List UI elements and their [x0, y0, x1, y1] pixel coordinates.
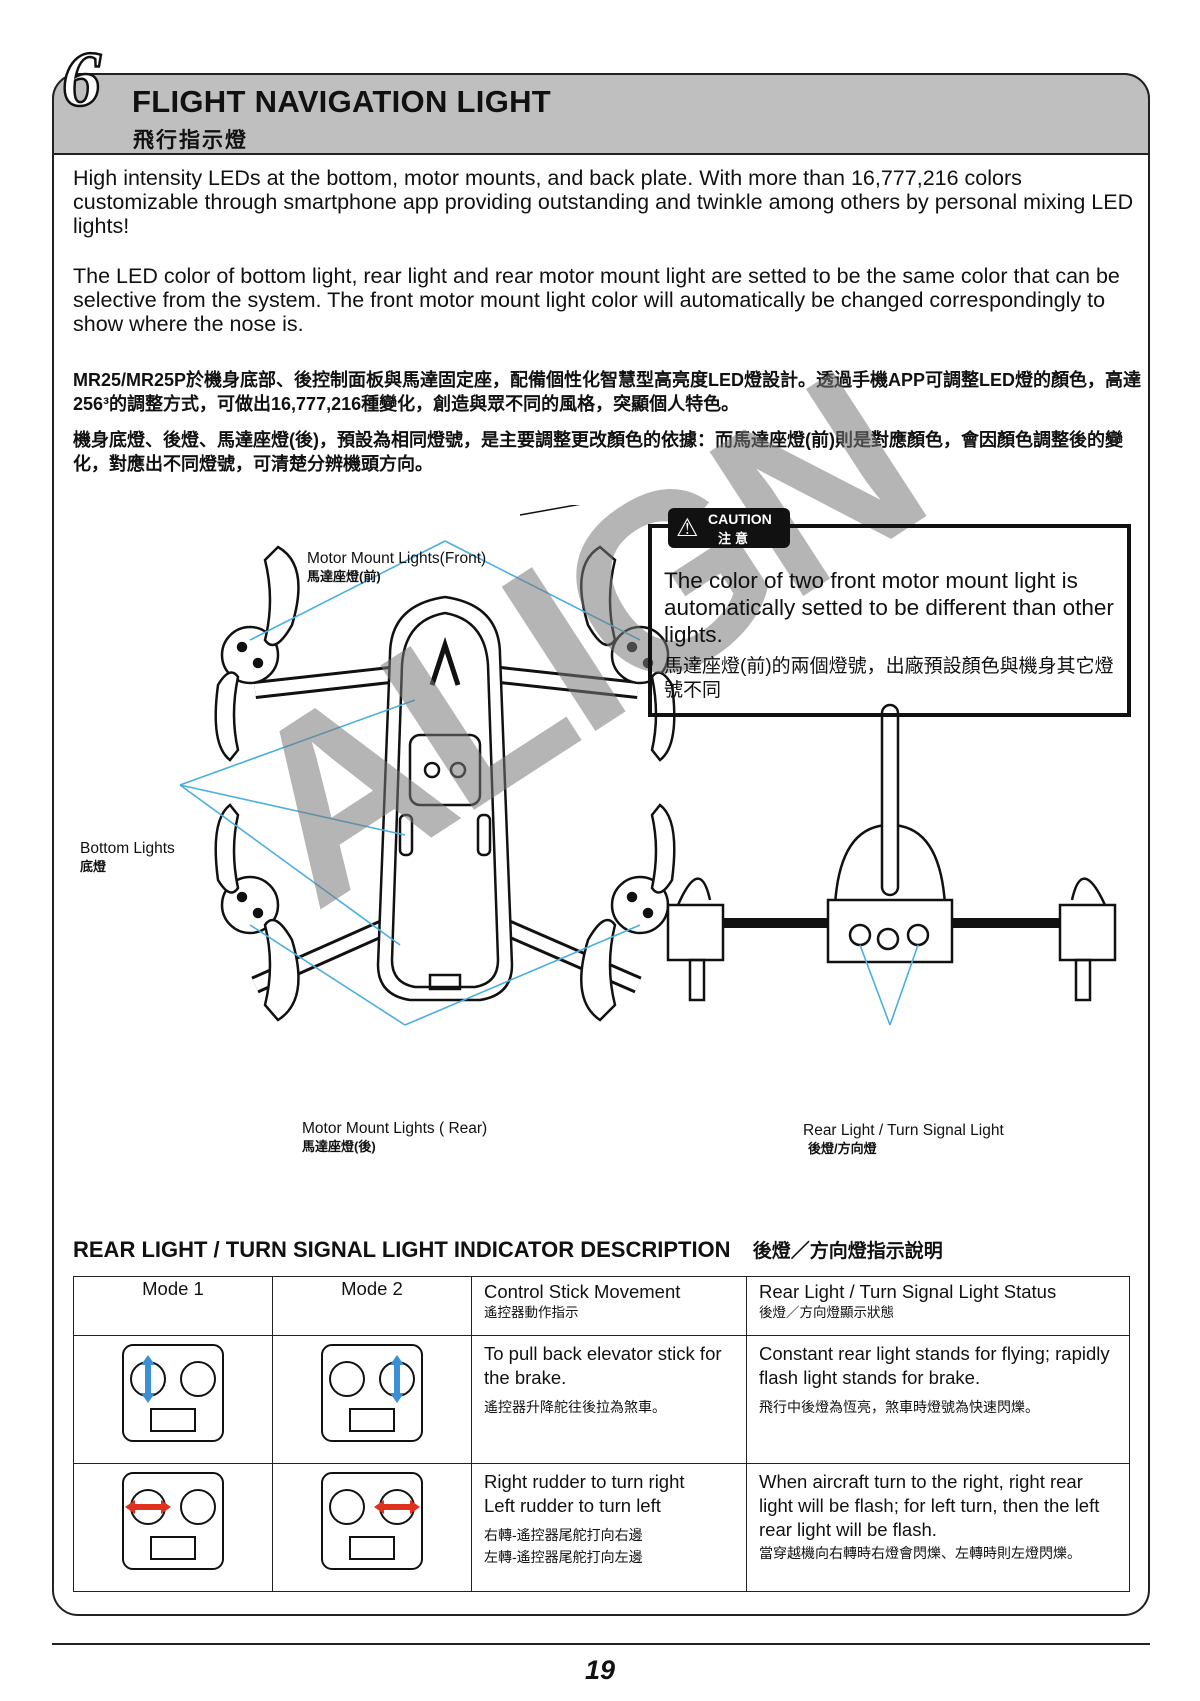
row1-movement-en: To pull back elevator stick for the brak…	[484, 1343, 722, 1388]
row2-status-en: When aircraft turn to the right, right r…	[759, 1471, 1100, 1540]
table-row: Right rudder to turn right Left rudder t…	[73, 1463, 1130, 1592]
transmitter-mode2-rudder	[272, 1463, 472, 1592]
row2-status: When aircraft turn to the right, right r…	[746, 1463, 1130, 1592]
header-control-movement: Control Stick Movement 遙控器動作指示	[471, 1276, 747, 1336]
row2-movement-cn-2: 左轉-遙控器尾舵打向左邊	[484, 1549, 643, 1565]
row2-movement-en-1: Right rudder to turn right	[484, 1471, 685, 1492]
label-rearlight-en: Rear Light / Turn Signal Light	[803, 1122, 1004, 1139]
drone-diagram	[179, 505, 1117, 1026]
row2-status-cn: 當穿越機向右轉時右燈會閃爍、左轉時則左燈閃爍。	[759, 1545, 1081, 1561]
section-title-cn: 飛行指示燈	[133, 129, 248, 152]
caution-text-cn: 馬達座燈(前)的兩個燈號，出廠預設顏色與機身其它燈號不同	[664, 656, 1114, 701]
warning-triangle-icon: ⚠	[676, 514, 699, 542]
row2-movement-en-2: Left rudder to turn left	[484, 1495, 661, 1516]
indicator-title-en: REAR LIGHT / TURN SIGNAL LIGHT INDICATOR…	[73, 1237, 731, 1262]
section-number: 6	[61, 35, 103, 122]
transmitter-icon	[122, 1472, 224, 1570]
label-rear-en: Motor Mount Lights ( Rear)	[302, 1120, 488, 1137]
label-bottom-en: Bottom Lights	[80, 840, 175, 857]
indicator-section-title: REAR LIGHT / TURN SIGNAL LIGHT INDICATOR…	[73, 1236, 943, 1263]
header-mode-1: Mode 1	[73, 1276, 273, 1336]
section-header-band	[52, 73, 1150, 155]
indicator-title-cn: 後燈／方向燈指示說明	[752, 1241, 943, 1262]
header-status-en: Rear Light / Turn Signal Light Status	[759, 1281, 1057, 1302]
row1-movement: To pull back elevator stick for the brak…	[471, 1335, 747, 1464]
table-row: To pull back elevator stick for the brak…	[73, 1335, 1130, 1464]
label-rearlight-cn: 後燈/方向燈	[808, 1141, 877, 1156]
transmitter-mode1-rudder	[73, 1463, 273, 1592]
intro-paragraph-cn-1: MR25/MR25P於機身底部、後控制面板與馬達固定座，配備個性化智慧型高亮度L…	[73, 370, 1142, 414]
transmitter-mode2-elevator	[272, 1335, 472, 1464]
label-front-cn: 馬達座燈(前)	[307, 569, 381, 584]
caution-text-en: The color of two front motor mount light…	[664, 568, 1114, 647]
footer-rule	[52, 1643, 1150, 1645]
label-motor-mount-front: Motor Mount Lights(Front) 馬達座燈(前)	[307, 550, 486, 586]
label-rear-cn: 馬達座燈(後)	[302, 1139, 376, 1154]
section-title: FLIGHT NAVIGATION LIGHT	[132, 84, 552, 119]
transmitter-icon	[321, 1344, 423, 1442]
label-bottom-lights: Bottom Lights 底燈	[80, 840, 175, 876]
row2-movement: Right rudder to turn right Left rudder t…	[471, 1463, 747, 1592]
caution-tag: ⚠ CAUTION 注意	[668, 508, 790, 548]
header-mode-2: Mode 2	[272, 1276, 472, 1336]
row1-status: Constant rear light stands for flying; r…	[746, 1335, 1130, 1464]
row2-movement-cn-1: 右轉-遙控器尾舵打向右邊	[484, 1527, 643, 1543]
caution-box	[648, 524, 1131, 717]
header-movement-cn: 遙控器動作指示	[484, 1305, 579, 1320]
page-number: 19	[584, 1655, 616, 1685]
row1-movement-cn: 遙控器升降舵往後拉為煞車。	[484, 1399, 666, 1415]
table-header-row: Mode 1 Mode 2 Control Stick Movement 遙控器…	[73, 1276, 1130, 1336]
intro-paragraph-1: High intensity LEDs at the bottom, motor…	[73, 166, 1134, 238]
header-status-cn: 後燈／方向燈顯示狀態	[759, 1305, 894, 1320]
transmitter-icon	[122, 1344, 224, 1442]
intro-paragraph-2: The LED color of bottom light, rear ligh…	[73, 264, 1120, 336]
row1-status-en: Constant rear light stands for flying; r…	[759, 1343, 1110, 1388]
caution-tag-cn: 注意	[718, 531, 753, 546]
caution-tag-en: CAUTION	[708, 511, 772, 527]
indicator-table: Mode 1 Mode 2 Control Stick Movement 遙控器…	[73, 1276, 1130, 1592]
row1-status-cn: 飛行中後燈為恆亮，煞車時燈號為快速閃爍。	[759, 1399, 1039, 1415]
transmitter-icon	[321, 1472, 423, 1570]
intro-paragraph-cn-2: 機身底燈、後燈、馬達座燈(後)，預設為相同燈號，是主要調整更改顏色的依據：而馬達…	[73, 430, 1123, 474]
label-rear-light: Rear Light / Turn Signal Light 後燈/方向燈	[803, 1122, 1004, 1158]
header-movement-en: Control Stick Movement	[484, 1281, 681, 1302]
label-bottom-cn: 底燈	[80, 859, 107, 874]
label-front-en: Motor Mount Lights(Front)	[307, 550, 487, 567]
label-motor-mount-rear: Motor Mount Lights ( Rear) 馬達座燈(後)	[302, 1120, 487, 1156]
transmitter-mode1-elevator	[73, 1335, 273, 1464]
header-light-status: Rear Light / Turn Signal Light Status 後燈…	[746, 1276, 1130, 1336]
